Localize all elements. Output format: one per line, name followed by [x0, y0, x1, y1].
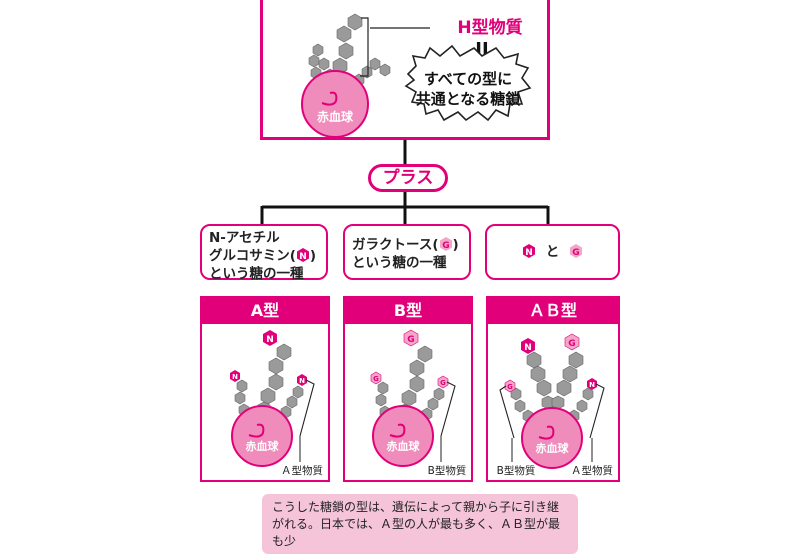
svg-text:G: G [440, 379, 446, 387]
g-marker-icon: G [403, 329, 419, 347]
a-substance-label: Ａ型物質 [281, 464, 323, 477]
connector-lines [260, 140, 550, 224]
b-type-title: B型 [345, 298, 471, 324]
a-type-illustration: N N N 赤血球 Ａ型物質 [230, 330, 323, 477]
bubble-line-2: 共通となる糖鎖 [416, 90, 522, 108]
rbc-label: 赤血球 [536, 441, 570, 455]
rbc-label: 赤血球 [246, 439, 280, 453]
g-marker-icon: G [439, 237, 452, 251]
sugar-chain-icon [510, 351, 594, 423]
svg-text:G: G [568, 339, 575, 349]
red-blood-cell-icon [521, 407, 583, 469]
b-desc-line-1-text: ガラクトース( [352, 237, 439, 253]
ab-description-box: N と G [485, 224, 620, 280]
a-desc-line-2-close: ) [309, 248, 317, 264]
speech-burst [404, 44, 532, 122]
a-desc-line-1: N-アセチル [209, 230, 280, 246]
n-marker-icon: N [230, 370, 240, 382]
ab-type-panel: ＡＢ型 N G G N [486, 296, 620, 482]
a-type-panel: A型 N N N 赤血球 Ａ型物質 [200, 296, 330, 482]
svg-text:G: G [373, 375, 379, 383]
b-desc-line-2: という糖の一種 [352, 255, 447, 271]
b-substance-label: B型物質 [428, 464, 467, 477]
explanation-note: こうした糖鎖の型は、遺伝によって親から子に引き継がれる。日本では、Ａ型の人が最も… [262, 494, 578, 554]
h-substance-label: H型物質 [457, 17, 522, 38]
ab-and-text: と [545, 244, 560, 260]
svg-text:G: G [407, 335, 414, 345]
n-marker-icon: N [296, 248, 309, 262]
n-marker-icon: N [587, 378, 597, 390]
rbc-label: 赤血球 [317, 109, 354, 124]
ab-b-substance-label: B型物質 [497, 464, 536, 477]
ab-a-substance-label: Ａ型物質 [571, 464, 613, 477]
h-substance-illustration: 赤血球 H型物質 II すべての型に 共通となる糖鎖 [301, 13, 532, 138]
n-marker-icon: N [263, 330, 277, 346]
g-marker-icon: G [569, 244, 582, 258]
svg-text:N: N [524, 343, 532, 353]
h-substance-box: 赤血球 H型物質 II すべての型に 共通となる糖鎖 [260, 0, 550, 140]
bubble-line-1: すべての型に [424, 70, 512, 88]
g-marker-icon: G [370, 371, 382, 385]
b-type-panel: B型 G G G 赤血球 B型物質 [343, 296, 473, 482]
svg-text:N: N [266, 335, 274, 345]
rbc-label: 赤血球 [387, 439, 421, 453]
g-marker-icon: G [504, 379, 516, 393]
a-description-box: N-アセチル グルコサミン(N) という糖の一種 [200, 224, 328, 282]
svg-text:N: N [525, 248, 533, 258]
ab-type-title: ＡＢ型 [488, 298, 618, 324]
g-marker-icon: G [437, 375, 449, 389]
svg-text:G: G [572, 248, 579, 258]
a-desc-line-3: という糖の一種 [209, 266, 304, 282]
svg-text:G: G [507, 383, 513, 391]
red-blood-cell-icon [372, 405, 434, 467]
a-desc-line-2: グルコサミン(N) [209, 247, 319, 265]
b-type-illustration: G G G 赤血球 B型物質 [370, 329, 467, 477]
b-description-box: ガラクトース(G) という糖の一種 [343, 224, 471, 280]
b-desc-line-1: ガラクトース(G) [352, 236, 462, 254]
ab-type-illustration: N G G N 赤血球 B型物質 Ａ型物質 [497, 333, 613, 477]
plus-label: プラス [368, 164, 448, 192]
svg-text:N: N [589, 381, 595, 389]
svg-text:N: N [232, 373, 238, 381]
svg-text:G: G [442, 241, 449, 251]
red-blood-cell-icon [301, 70, 369, 138]
b-desc-line-1-close: ) [452, 237, 459, 253]
svg-text:N: N [299, 252, 307, 262]
a-desc-line-2-text: グルコサミン( [209, 248, 296, 264]
g-marker-icon: G [564, 333, 580, 351]
n-marker-icon: N [523, 244, 536, 258]
red-blood-cell-icon [231, 405, 293, 467]
svg-text:N: N [299, 377, 305, 385]
n-marker-icon: N [297, 374, 307, 386]
n-marker-icon: N [521, 338, 535, 354]
a-type-title: A型 [202, 298, 328, 324]
